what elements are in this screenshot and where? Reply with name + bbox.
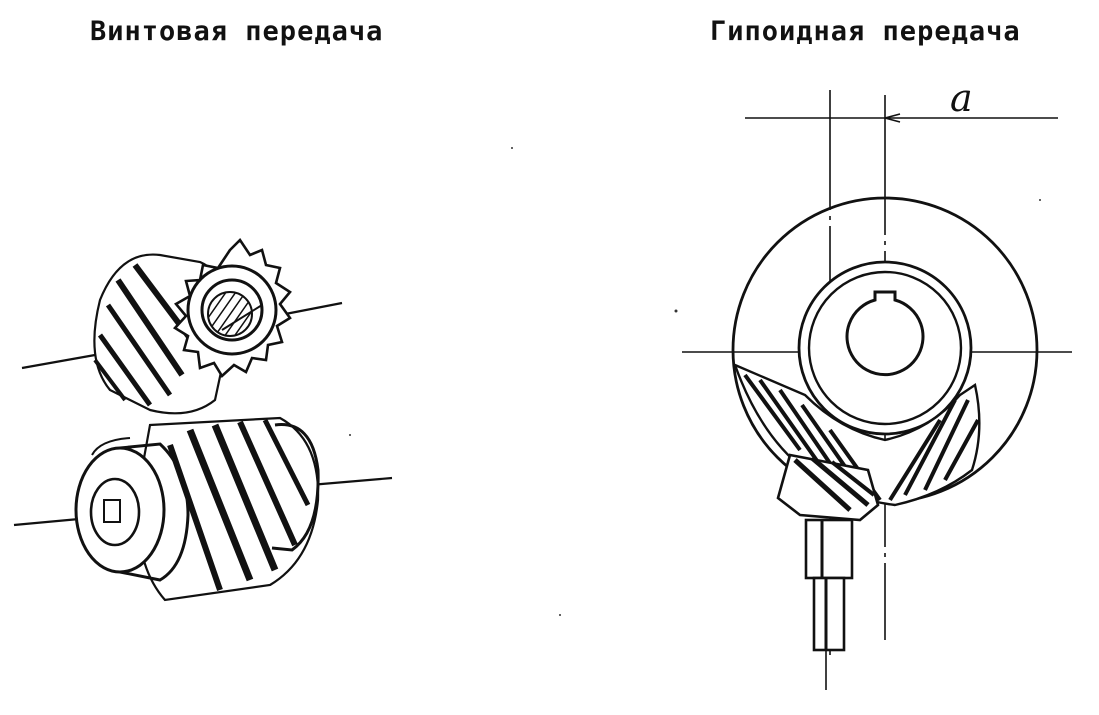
hypoid-pinion bbox=[776, 453, 880, 652]
hypoid-gear-drawing bbox=[682, 90, 1072, 690]
offset-dimension-label: a bbox=[950, 76, 973, 120]
screw-gear-title: Винтовая передача bbox=[90, 16, 384, 47]
bore-keyway bbox=[845, 290, 925, 377]
lower-shaft-line-right bbox=[309, 476, 393, 487]
dimension-arrow-left bbox=[884, 113, 901, 119]
upper-shaft-line bbox=[21, 353, 96, 370]
screw-gear-drawing bbox=[13, 237, 393, 602]
upper-helical-gear bbox=[93, 237, 292, 415]
lower-helical-gear bbox=[74, 416, 320, 602]
hypoid-gear-title: Гипоидная передача bbox=[710, 16, 1021, 47]
scan-specks bbox=[349, 147, 1041, 616]
